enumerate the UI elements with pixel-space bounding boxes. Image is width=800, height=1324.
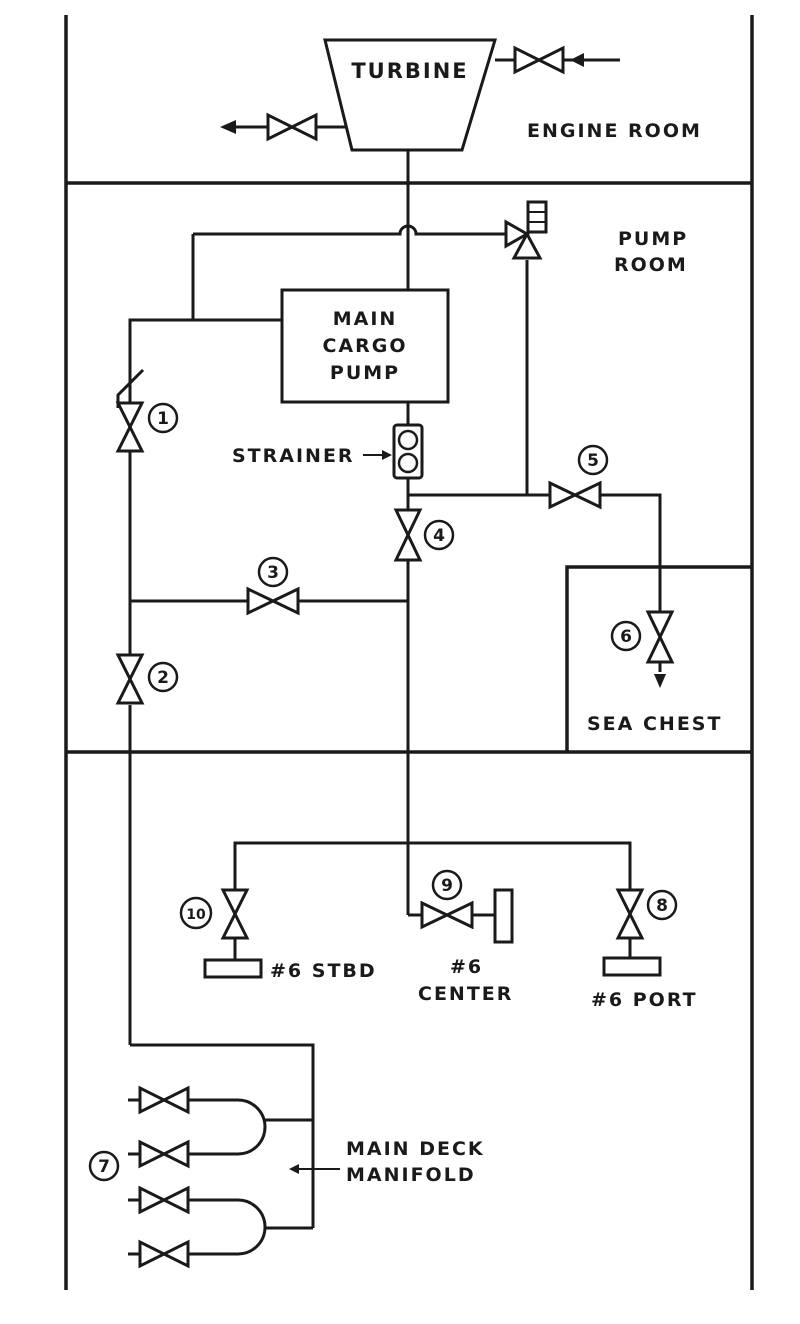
manifold-valve-a bbox=[138, 1085, 190, 1115]
valve-4 bbox=[393, 508, 423, 562]
valve-number-4: 4 bbox=[423, 519, 455, 551]
valve-10 bbox=[220, 888, 250, 940]
manifold-valve-c bbox=[138, 1185, 190, 1215]
svg-text:6: 6 bbox=[620, 627, 632, 647]
strainer bbox=[392, 423, 424, 480]
tank-port-label: #6 PORT bbox=[591, 989, 698, 1011]
valve-2 bbox=[115, 653, 145, 705]
svg-text:10: 10 bbox=[186, 907, 206, 923]
svg-text:9: 9 bbox=[441, 876, 453, 896]
valve-number-7: 7 bbox=[88, 1150, 120, 1182]
steam-exhaust-valve bbox=[266, 112, 318, 142]
steam-inlet-arrow bbox=[570, 53, 584, 67]
manifold-label-line-1: MAIN DECK bbox=[346, 1138, 485, 1160]
sea-chest-arrow bbox=[654, 674, 666, 688]
valve-3 bbox=[246, 586, 300, 616]
engine-room-label: ENGINE ROOM bbox=[527, 120, 702, 142]
pump-room-label-line-1: PUMP bbox=[618, 228, 688, 250]
valve-number-2: 2 bbox=[147, 661, 179, 693]
tank-center-label-line-2: CENTER bbox=[418, 983, 513, 1005]
main-cargo-pump: MAIN CARGO PUMP bbox=[280, 288, 450, 404]
valve-number-6: 6 bbox=[610, 620, 642, 652]
pump-label-line-3: PUMP bbox=[330, 362, 400, 384]
relief-valve bbox=[504, 200, 548, 260]
pump-room-label-line-2: ROOM bbox=[614, 254, 688, 276]
valve-6 bbox=[645, 610, 675, 664]
tank-port-suction bbox=[602, 956, 662, 977]
manifold-label-line-2: MANIFOLD bbox=[346, 1164, 476, 1186]
turbine-label: TURBINE bbox=[351, 59, 468, 83]
steam-exhaust-arrow bbox=[220, 120, 236, 134]
valve-number-3: 3 bbox=[257, 556, 289, 588]
svg-text:4: 4 bbox=[433, 526, 445, 546]
steam-inlet-valve bbox=[513, 45, 565, 75]
svg-text:7: 7 bbox=[98, 1157, 110, 1177]
valve-5 bbox=[548, 480, 602, 510]
valve-number-1: 1 bbox=[147, 402, 179, 434]
manifold-valve-b bbox=[138, 1139, 190, 1169]
pump-label-line-2: CARGO bbox=[322, 335, 407, 357]
manifold-pointer-arrow bbox=[289, 1164, 340, 1174]
strainer-pointer-arrow bbox=[363, 450, 392, 460]
valve-1 bbox=[115, 401, 145, 453]
valve-number-10: 10 bbox=[179, 896, 213, 930]
svg-text:3: 3 bbox=[267, 563, 279, 583]
tank-center-label-line-1: #6 bbox=[450, 956, 483, 978]
svg-text:5: 5 bbox=[587, 451, 599, 471]
piping bbox=[128, 58, 662, 1256]
strainer-label: STRAINER bbox=[232, 445, 355, 467]
tank-center-suction bbox=[493, 888, 514, 944]
tank-stbd-suction bbox=[203, 958, 263, 979]
valve-number-5: 5 bbox=[577, 444, 609, 476]
valve-number-9: 9 bbox=[431, 869, 463, 901]
valve-8 bbox=[615, 888, 645, 940]
sea-chest-label: SEA CHEST bbox=[587, 713, 722, 735]
svg-text:2: 2 bbox=[157, 668, 169, 688]
svg-text:1: 1 bbox=[157, 409, 169, 429]
tank-stbd-label: #6 STBD bbox=[270, 960, 377, 982]
svg-text:8: 8 bbox=[656, 896, 668, 916]
turbine: TURBINE bbox=[323, 38, 498, 152]
valve-9 bbox=[420, 900, 474, 930]
valve-number-8: 8 bbox=[646, 889, 678, 921]
manifold-valve-d bbox=[138, 1239, 190, 1269]
pump-label-line-1: MAIN bbox=[333, 308, 398, 330]
